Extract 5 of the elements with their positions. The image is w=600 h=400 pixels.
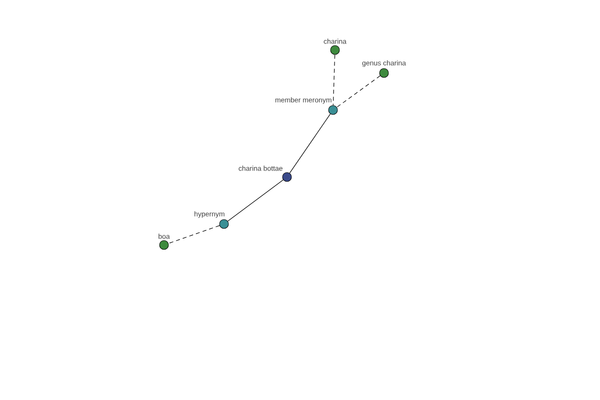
- connector-line: [289, 114, 331, 174]
- connector-line: [332, 54, 336, 106]
- connector-line: [336, 76, 380, 108]
- connector-line: [228, 180, 284, 222]
- connector-line: [168, 225, 220, 244]
